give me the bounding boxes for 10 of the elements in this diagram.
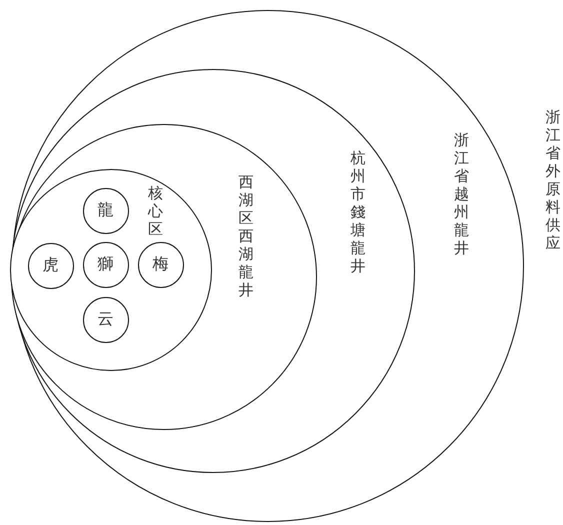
region-label: 浙江省越州龍井 [453, 131, 470, 258]
circle-label: 梅 [152, 254, 169, 276]
region-label: 西湖区西湖龍井 [238, 173, 254, 300]
region-label: 核心区 [148, 184, 164, 238]
circle-label: 云 [98, 309, 114, 330]
circle-label: 獅 [98, 254, 114, 276]
circle-label: 龍 [98, 200, 114, 222]
circle-label: 虎 [42, 255, 59, 276]
region-label: 杭州市錢塘龍井 [350, 148, 366, 275]
region-label: 浙江省外原料供应 [545, 108, 561, 252]
